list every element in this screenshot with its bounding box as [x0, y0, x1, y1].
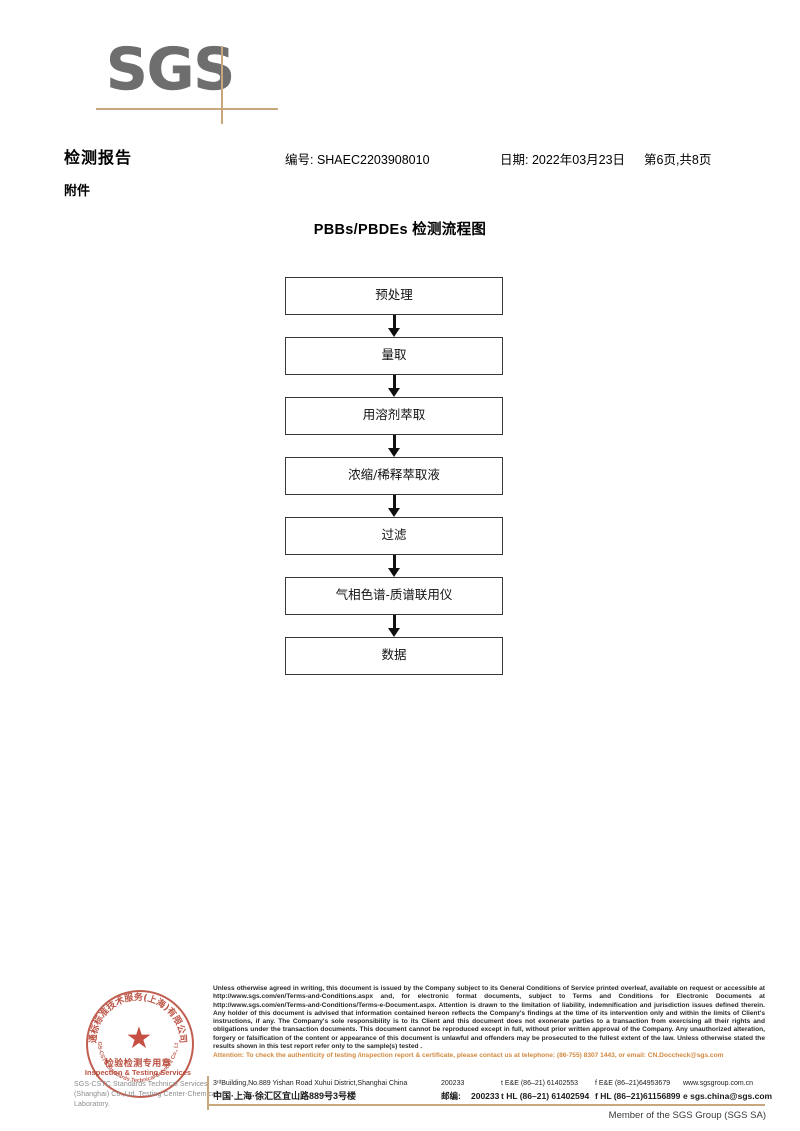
flow-node-label: 过滤 [381, 527, 407, 542]
inspection-stamp: 通标标准技术服务(上海)有限公司 SGS-CSTC Standards Tech… [74, 988, 217, 1108]
flow-node-label: 气相色谱-质谱联用仪 [335, 587, 453, 602]
flowchart: 预处理 量取 用溶剂萃取 浓缩/稀释萃取液 过滤 气相色谱- [285, 277, 503, 675]
flow-node-label: 浓缩/稀释萃取液 [348, 467, 440, 482]
page-indicator: 第6页,共8页 [644, 153, 712, 167]
flow-node-concentrate-dilute: 浓缩/稀释萃取液 [285, 457, 503, 495]
flow-node-pretreatment: 预处理 [285, 277, 503, 315]
address-row-cn: 中国·上海·徐汇区宜山路889号3号楼 邮编: 200233 t HL (86–… [213, 1090, 773, 1103]
attachment-label: 附件 [64, 183, 91, 198]
stamp-arc-text: 通标标准技术服务(上海)有限公司 SGS-CSTC Standards Tech… [86, 990, 188, 1084]
flow-node-weighing: 量取 [285, 337, 503, 375]
flow-arrow-icon [285, 435, 503, 457]
attention-notice: Attention: To check the authenticity of … [213, 1052, 724, 1060]
flow-node-label: 预处理 [375, 287, 413, 302]
postcode-cn: 200233 [471, 1091, 500, 1101]
address-en: 3ʳᵈBuilding,No.889 Yishan Road Xuhui Dis… [213, 1080, 408, 1087]
page-title: 检测报告 [64, 150, 133, 167]
legal-disclaimer: Unless otherwise agreed in writing, this… [213, 985, 765, 1061]
flow-node-gcms: 气相色谱-质谱联用仪 [285, 577, 503, 615]
flow-arrow-icon [285, 495, 503, 517]
postcode-cn-label: 邮编: [441, 1091, 461, 1101]
star-icon: ★ [125, 1022, 153, 1055]
address-row-en: 3ʳᵈBuilding,No.889 Yishan Road Xuhui Dis… [213, 1077, 773, 1090]
logo-horizontal-rule [96, 108, 278, 110]
flowchart-title: PBBs/PBDEs 检测流程图 [313, 222, 487, 238]
address-cn: 中国·上海·徐汇区宜山路889号3号楼 [213, 1091, 357, 1101]
fax-hl: f HL (86–21)61156899 [595, 1091, 681, 1101]
flow-node-label: 数据 [381, 647, 407, 662]
member-line: Member of the SGS Group (SGS SA) [608, 1110, 766, 1121]
website: www.sgsgroup.com.cn [683, 1080, 754, 1087]
flow-arrow-icon [285, 615, 503, 637]
flow-arrow-icon [285, 315, 503, 337]
stamp-center-cn: 检验检测专用章 [104, 1058, 172, 1068]
legal-body: Unless otherwise agreed in writing, this… [213, 985, 765, 1051]
postcode-en: 200233 [441, 1080, 465, 1087]
email: e sgs.china@sgs.com [683, 1091, 773, 1101]
flow-node-label: 用溶剂萃取 [362, 407, 426, 422]
flow-node-filtration: 过滤 [285, 517, 503, 555]
tel-hl: t HL (86–21) 61402594 [501, 1091, 590, 1101]
flow-node-label: 量取 [381, 347, 407, 362]
stamp-center-en: Inspection & Testing Services [84, 1068, 192, 1077]
flow-arrow-icon [285, 375, 503, 397]
address-divider-vertical [207, 1076, 209, 1110]
tel-ee: t E&E (86–21) 61402553 [501, 1080, 579, 1087]
report-number: 编号: SHAEC2203908010 [285, 153, 430, 167]
address-divider-horizontal [207, 1104, 765, 1106]
sgs-logo-text: SGS [106, 35, 236, 103]
report-date: 日期: 2022年03月23日 [500, 153, 626, 167]
stamp-company-text: SGS-CSTC Standards Technical Services (S… [74, 1081, 218, 1108]
fax-ee: f E&E (86–21)64953679 [595, 1080, 671, 1087]
address-block: 3ʳᵈBuilding,No.889 Yishan Road Xuhui Dis… [213, 1077, 773, 1103]
flow-node-solvent-extraction: 用溶剂萃取 [285, 397, 503, 435]
flow-arrow-icon [285, 555, 503, 577]
sgs-logo: SGS [96, 35, 286, 124]
flow-node-data: 数据 [285, 637, 503, 675]
logo-vertical-rule [221, 46, 223, 124]
stamp-circle-icon [86, 990, 194, 1098]
